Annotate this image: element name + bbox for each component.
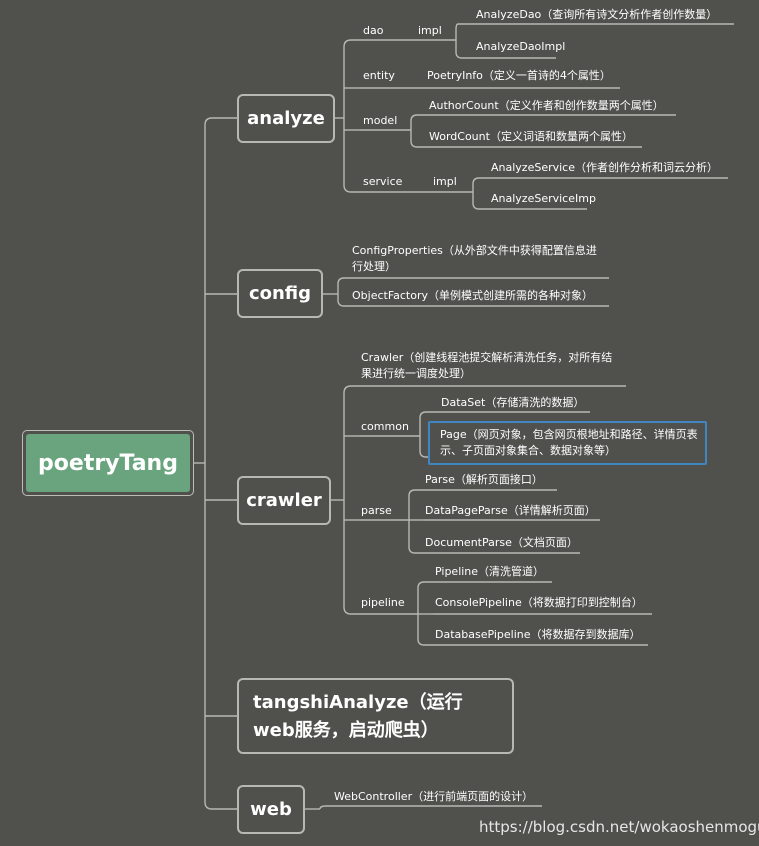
- pipeline-interface: Pipeline（清洗管道）: [435, 565, 545, 578]
- web-controller: WebController（进行前端页面的设计）: [334, 790, 534, 803]
- poetry-info: PoetryInfo（定义一首诗的4个属性）: [427, 69, 611, 82]
- analyze-dao-impl: AnalyzeDaoImpl: [476, 40, 566, 53]
- document-parse: DocumentParse（文档页面）: [425, 536, 578, 549]
- data-page-parse: DataPageParse（详情解析页面）: [425, 504, 596, 517]
- object-factory: ObjectFactory（单例模式创建所需的各种对象）: [352, 289, 594, 302]
- node-analyze-label: analyze: [247, 108, 325, 129]
- parse-label: parse: [361, 504, 392, 517]
- parse-interface: Parse（解析页面接口）: [425, 473, 543, 486]
- node-crawler-label: crawler: [246, 490, 322, 511]
- node-tangshi-analyze[interactable]: tangshiAnalyze（运行web服务，启动爬虫）: [237, 678, 514, 754]
- node-web-label: web: [250, 799, 292, 820]
- node-config[interactable]: config: [237, 269, 323, 318]
- crawler-desc: Crawler（创建线程池提交解析清洗任务，对所有结果进行统一调度处理）: [361, 351, 613, 380]
- node-tangshi-analyze-label: tangshiAnalyze（运行web服务，启动爬虫）: [253, 692, 463, 741]
- analyze-service: AnalyzeService（作者创作分析和词云分析）: [491, 161, 718, 174]
- page-node-highlight[interactable]: [428, 421, 707, 465]
- analyze-dao: AnalyzeDao（查询所有诗文分析作者创作数量）: [476, 8, 718, 21]
- dao-impl-label: impl: [418, 24, 442, 37]
- node-config-label: config: [248, 283, 312, 304]
- pipeline-label: pipeline: [361, 596, 405, 609]
- word-count: WordCount（定义词语和数量两个属性）: [429, 130, 633, 143]
- console-pipeline: ConsolePipeline（将数据打印到控制台）: [435, 596, 643, 609]
- analyze-service-imp: AnalyzeServiceImp: [491, 192, 596, 205]
- model-label: model: [363, 114, 398, 127]
- node-crawler[interactable]: crawler: [237, 476, 331, 525]
- service-label: service: [363, 175, 403, 188]
- node-analyze[interactable]: analyze: [237, 94, 335, 143]
- author-count: AuthorCount（定义作者和创作数量两个属性）: [429, 99, 664, 112]
- root-node[interactable]: poetryTang: [22, 430, 194, 496]
- page-desc: Page（网页对象，包含网页根地址和路径、详情页表示、子页面对象集合、数据对象等…: [440, 428, 698, 457]
- entity-label: entity: [363, 69, 395, 82]
- dao-label: dao: [363, 24, 384, 37]
- root-label: poetryTang: [26, 434, 190, 492]
- watermark: https://blog.csdn.net/wokaoshenmogui: [479, 818, 759, 836]
- service-impl-label: impl: [433, 175, 457, 188]
- database-pipeline: DatabasePipeline（将数据存到数据库）: [435, 628, 641, 641]
- node-web[interactable]: web: [237, 785, 305, 834]
- data-set: DataSet（存储清洗的数据）: [441, 396, 585, 409]
- config-properties: ConfigProperties（从外部文件中获得配置信息进行处理）: [352, 244, 597, 273]
- common-label: common: [361, 420, 409, 433]
